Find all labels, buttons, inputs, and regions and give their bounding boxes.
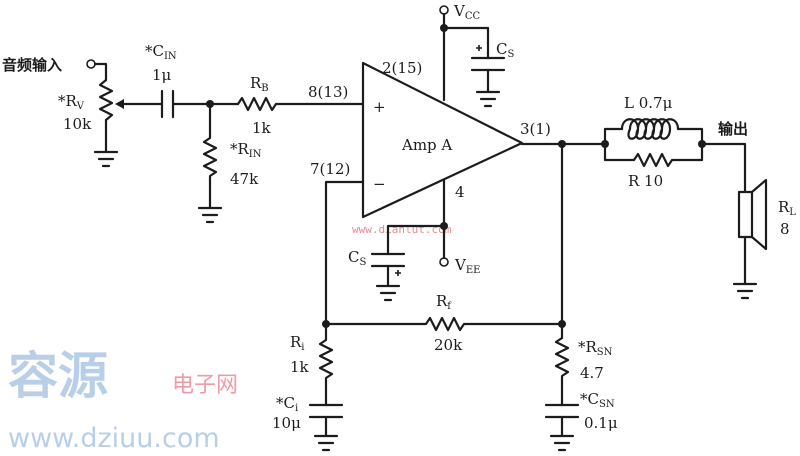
rin-resistor	[202, 102, 218, 210]
cin-capacitor	[160, 89, 175, 119]
cs-bottom-capacitor	[370, 252, 406, 268]
csn-value: 0.1μ	[584, 414, 618, 432]
pin-3-label: 3(1)	[520, 120, 551, 138]
ground-symbol-rv	[93, 150, 119, 168]
wire-input-to-rv	[93, 62, 108, 82]
rv-value: 10k	[63, 115, 92, 133]
ci-capacitor	[308, 403, 344, 419]
speaker-cone	[750, 178, 768, 251]
pin-7-label: 7(12)	[310, 160, 350, 178]
csn-name: *CSN	[580, 390, 615, 410]
rsn-name: *RSN	[578, 338, 613, 358]
amp-minus-sign: −	[373, 175, 386, 193]
cs-bottom-name: CS	[348, 248, 366, 268]
cin-value: 1μ	[152, 66, 172, 84]
ci-value: 10μ	[272, 414, 301, 432]
wire-vee-to-cs	[386, 224, 446, 256]
cin-name: *CIN	[145, 42, 177, 62]
input-terminal	[86, 59, 96, 69]
rsn-value: 4.7	[580, 364, 604, 382]
junction-feedback-right	[558, 320, 566, 328]
rf-name: Rf	[436, 292, 452, 312]
rin-name: *RIN	[230, 140, 262, 160]
rb-resistor	[236, 96, 365, 112]
cs-top-capacitor	[470, 56, 506, 72]
wire-l-left	[603, 127, 624, 146]
wire-l-right	[684, 127, 704, 146]
csn-capacitor	[544, 403, 580, 419]
rl-name: RL	[778, 198, 796, 218]
watermark-site-cn-small: 电子网	[172, 373, 238, 398]
amp-triangle	[361, 61, 524, 219]
vcc-label: VCC	[453, 2, 480, 22]
amp-name: Amp A	[401, 136, 452, 154]
ri-name: Ri	[290, 333, 305, 353]
ci-name: *Ci	[276, 394, 298, 414]
wire-vcc-to-cs	[442, 26, 490, 60]
rv-name: *RV	[58, 92, 85, 112]
ri-value: 1k	[290, 358, 310, 376]
watermark-site-cn: 容源	[8, 347, 108, 405]
ground-symbol-rin	[197, 206, 223, 224]
vcc-terminal	[439, 5, 449, 15]
ground-symbol-cs-top	[475, 68, 501, 108]
pin-4-label: 4	[455, 183, 465, 201]
ground-symbol-speaker	[732, 282, 758, 300]
input-label: 音频输入	[2, 56, 62, 74]
speaker-body	[737, 190, 754, 239]
rf-value: 20k	[434, 336, 463, 354]
rin-value: 47k	[230, 170, 259, 188]
wire-to-speaker	[700, 142, 747, 182]
rb-name: RB	[250, 74, 269, 94]
rf-resistor	[324, 316, 564, 332]
ground-symbol-cs-bottom	[375, 264, 401, 302]
rv-wiper-arrow	[115, 99, 124, 109]
vee-label: VEE	[454, 256, 480, 276]
vee-terminal	[439, 257, 449, 267]
ground-symbol-ci	[313, 415, 339, 452]
rl-value: 8	[780, 220, 790, 238]
cs-top-plus	[476, 45, 482, 51]
watermark-url: www.dziuu.com	[8, 423, 220, 454]
pin-8-label: 8(13)	[308, 83, 348, 101]
pin-2-label: 2(15)	[382, 59, 422, 77]
rv-resistor	[98, 78, 114, 122]
r-out-resistor	[603, 142, 704, 168]
wire-inverting-input	[324, 180, 365, 326]
ground-symbol-csn	[549, 415, 575, 452]
cs-top-name: CS	[496, 40, 514, 60]
inductor-label: L 0.7μ	[624, 94, 673, 112]
ri-resistor	[318, 322, 334, 407]
rsn-resistor	[554, 336, 570, 407]
output-label: 输出	[718, 120, 748, 138]
amp-plus-sign: +	[373, 98, 386, 116]
rb-value: 1k	[252, 119, 272, 137]
inductor-coil	[620, 118, 688, 140]
r-out-label: R 10	[628, 172, 663, 190]
cs-bottom-plus	[395, 270, 401, 276]
